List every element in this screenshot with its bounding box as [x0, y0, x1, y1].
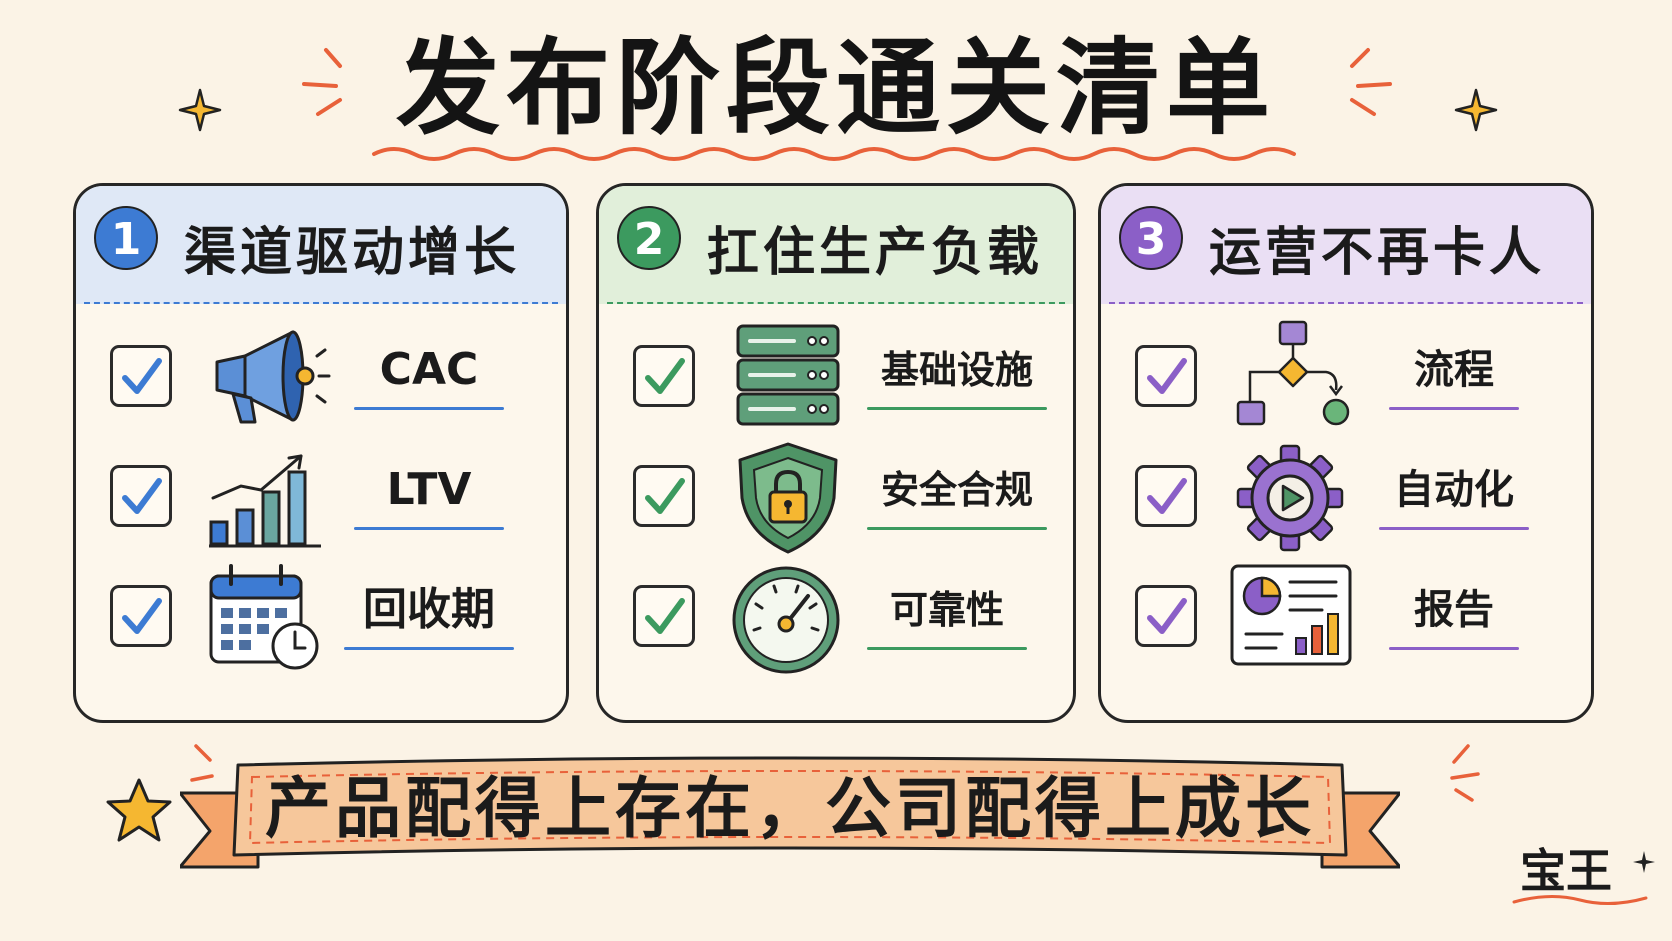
- shield-lock-icon: [738, 442, 838, 554]
- step-number-badge: 2: [617, 206, 681, 270]
- sparkle-lines-icon: [190, 744, 214, 782]
- panel-title: 运营不再卡人: [1209, 223, 1546, 283]
- sparkle-lines-icon: [302, 48, 342, 116]
- panel-channel-growth: 1 渠道驱动增长 CAC: [73, 183, 569, 723]
- item-label: 基础设施: [867, 338, 1047, 410]
- item-label: CAC: [354, 338, 504, 410]
- checkbox-checked[interactable]: [633, 345, 695, 407]
- checklist-item-report: 报告: [1101, 558, 1591, 678]
- gear-play-icon: [1236, 444, 1344, 552]
- report-icon: [1230, 564, 1352, 666]
- star-icon: [178, 88, 222, 132]
- item-label: 安全合规: [867, 458, 1047, 530]
- sparkle-icon: [1633, 851, 1655, 873]
- checkbox-checked[interactable]: [110, 345, 172, 407]
- item-label: 自动化: [1379, 458, 1529, 530]
- growth-chart-icon: [209, 454, 321, 548]
- signature: 宝王: [1520, 844, 1612, 898]
- panel-title: 渠道驱动增长: [184, 223, 521, 283]
- panel-operations: 3 运营不再卡人 流程: [1098, 183, 1594, 723]
- item-label: LTV: [354, 458, 504, 530]
- checklist-item-payback: 回收期: [76, 558, 566, 678]
- panel-header: 3 运营不再卡人: [1101, 186, 1591, 304]
- checklist-item-infrastructure: 基础设施: [599, 318, 1073, 438]
- item-label: 流程: [1389, 338, 1519, 410]
- star-icon: [106, 778, 172, 842]
- checkbox-checked[interactable]: [633, 465, 695, 527]
- banner-slogan: 产品配得上存在，公司配得上成长: [265, 770, 1315, 847]
- checkbox-checked[interactable]: [110, 465, 172, 527]
- checklist-item-cac: CAC: [76, 318, 566, 438]
- sparkle-lines-icon: [1350, 48, 1392, 116]
- calendar-clock-icon: [209, 564, 319, 670]
- panel-header: 2 扛住生产负载: [599, 186, 1073, 304]
- star-icon: [1454, 88, 1498, 132]
- panel-header: 1 渠道驱动增长: [76, 186, 566, 304]
- step-number-badge: 3: [1119, 206, 1183, 270]
- page-title: 发布阶段通关清单: [395, 27, 1276, 149]
- panel-title: 扛住生产负载: [707, 223, 1044, 283]
- checklist-item-security-compliance: 安全合规: [599, 438, 1073, 558]
- checkbox-checked[interactable]: [1135, 345, 1197, 407]
- item-label: 回收期: [344, 578, 514, 650]
- checklist-item-ltv: LTV: [76, 438, 566, 558]
- checkbox-checked[interactable]: [633, 585, 695, 647]
- gauge-icon: [732, 566, 840, 674]
- item-label: 可靠性: [867, 578, 1027, 650]
- server-icon: [736, 324, 840, 426]
- item-label: 报告: [1389, 578, 1519, 650]
- sparkle-lines-icon: [1450, 744, 1480, 802]
- panel-production-load: 2 扛住生产负载 基础设施: [596, 183, 1076, 723]
- checklist-item-process: 流程: [1101, 318, 1591, 438]
- megaphone-icon: [215, 330, 331, 424]
- checklist-item-reliability: 可靠性: [599, 558, 1073, 678]
- checkbox-checked[interactable]: [1135, 585, 1197, 647]
- flowchart-icon: [1236, 320, 1350, 426]
- signature-underline: [1512, 894, 1648, 906]
- checklist-item-automation: 自动化: [1101, 438, 1591, 558]
- checkbox-checked[interactable]: [1135, 465, 1197, 527]
- title-wavy-underline: [372, 147, 1296, 161]
- ribbon-banner: [180, 756, 1400, 869]
- step-number-badge: 1: [94, 206, 158, 270]
- checkbox-checked[interactable]: [110, 585, 172, 647]
